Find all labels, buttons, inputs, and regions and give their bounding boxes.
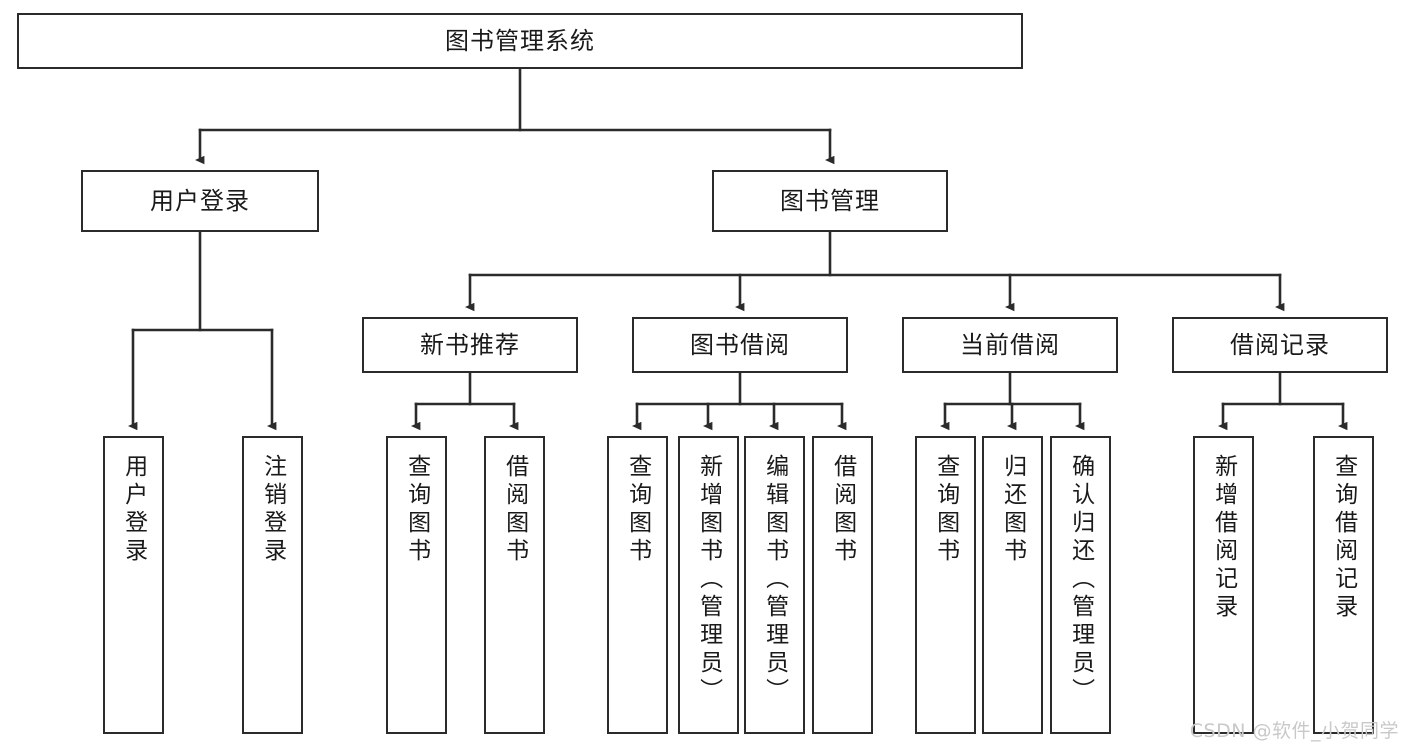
node-leaf-query-book-cur-label: 查询图书 bbox=[932, 454, 959, 566]
node-leaf-query-book-cur[interactable]: 查询图书 bbox=[915, 436, 976, 734]
node-leaf-add-record[interactable]: 新增借阅记录 bbox=[1193, 436, 1254, 734]
node-book-borrow-label: 图书借阅 bbox=[690, 330, 790, 359]
watermark-text: CSDN @软件_小贺同学 bbox=[1189, 720, 1399, 742]
node-leaf-edit-book[interactable]: 编辑图书（管理员） bbox=[744, 436, 805, 734]
node-leaf-user-logout-label: 注销登录 bbox=[259, 454, 286, 566]
node-leaf-query-book-bor[interactable]: 查询图书 bbox=[607, 436, 668, 734]
node-leaf-user-login-label: 用户登录 bbox=[120, 454, 147, 566]
node-leaf-borrow-book-bor-label: 借阅图书 bbox=[829, 454, 856, 566]
node-borrow-record-label: 借阅记录 bbox=[1230, 330, 1330, 359]
node-book-borrow[interactable]: 图书借阅 bbox=[632, 317, 848, 373]
node-current-borrow-label: 当前借阅 bbox=[960, 330, 1060, 359]
node-leaf-return-book[interactable]: 归还图书 bbox=[982, 436, 1043, 734]
node-root-label: 图书管理系统 bbox=[445, 26, 595, 55]
node-leaf-user-logout[interactable]: 注销登录 bbox=[242, 436, 303, 734]
node-leaf-confirm-return[interactable]: 确认归还（管理员） bbox=[1050, 436, 1111, 734]
node-book-manage-label: 图书管理 bbox=[780, 186, 880, 215]
node-leaf-query-book-rec[interactable]: 查询图书 bbox=[386, 436, 447, 734]
node-leaf-add-book-label: 新增图书（管理员） bbox=[695, 454, 722, 706]
node-leaf-add-book[interactable]: 新增图书（管理员） bbox=[678, 436, 739, 734]
node-leaf-edit-book-label: 编辑图书（管理员） bbox=[761, 454, 788, 706]
node-leaf-borrow-book-rec[interactable]: 借阅图书 bbox=[484, 436, 545, 734]
node-leaf-user-login[interactable]: 用户登录 bbox=[103, 436, 164, 734]
node-leaf-query-record-label: 查询借阅记录 bbox=[1330, 454, 1357, 622]
node-leaf-query-book-rec-label: 查询图书 bbox=[403, 454, 430, 566]
node-new-book-rec-label: 新书推荐 bbox=[420, 330, 520, 359]
node-user-login[interactable]: 用户登录 bbox=[81, 170, 319, 232]
node-user-login-label: 用户登录 bbox=[150, 186, 250, 215]
node-leaf-return-book-label: 归还图书 bbox=[999, 454, 1026, 566]
node-leaf-confirm-return-label: 确认归还（管理员） bbox=[1067, 454, 1094, 706]
node-leaf-borrow-book-rec-label: 借阅图书 bbox=[501, 454, 528, 566]
node-leaf-add-record-label: 新增借阅记录 bbox=[1210, 454, 1237, 622]
node-leaf-query-record[interactable]: 查询借阅记录 bbox=[1313, 436, 1374, 734]
node-leaf-borrow-book-bor[interactable]: 借阅图书 bbox=[812, 436, 873, 734]
node-book-manage[interactable]: 图书管理 bbox=[712, 170, 948, 232]
node-root[interactable]: 图书管理系统 bbox=[17, 13, 1023, 69]
node-borrow-record[interactable]: 借阅记录 bbox=[1172, 317, 1388, 373]
node-leaf-query-book-bor-label: 查询图书 bbox=[624, 454, 651, 566]
node-new-book-rec[interactable]: 新书推荐 bbox=[362, 317, 578, 373]
node-current-borrow[interactable]: 当前借阅 bbox=[902, 317, 1118, 373]
